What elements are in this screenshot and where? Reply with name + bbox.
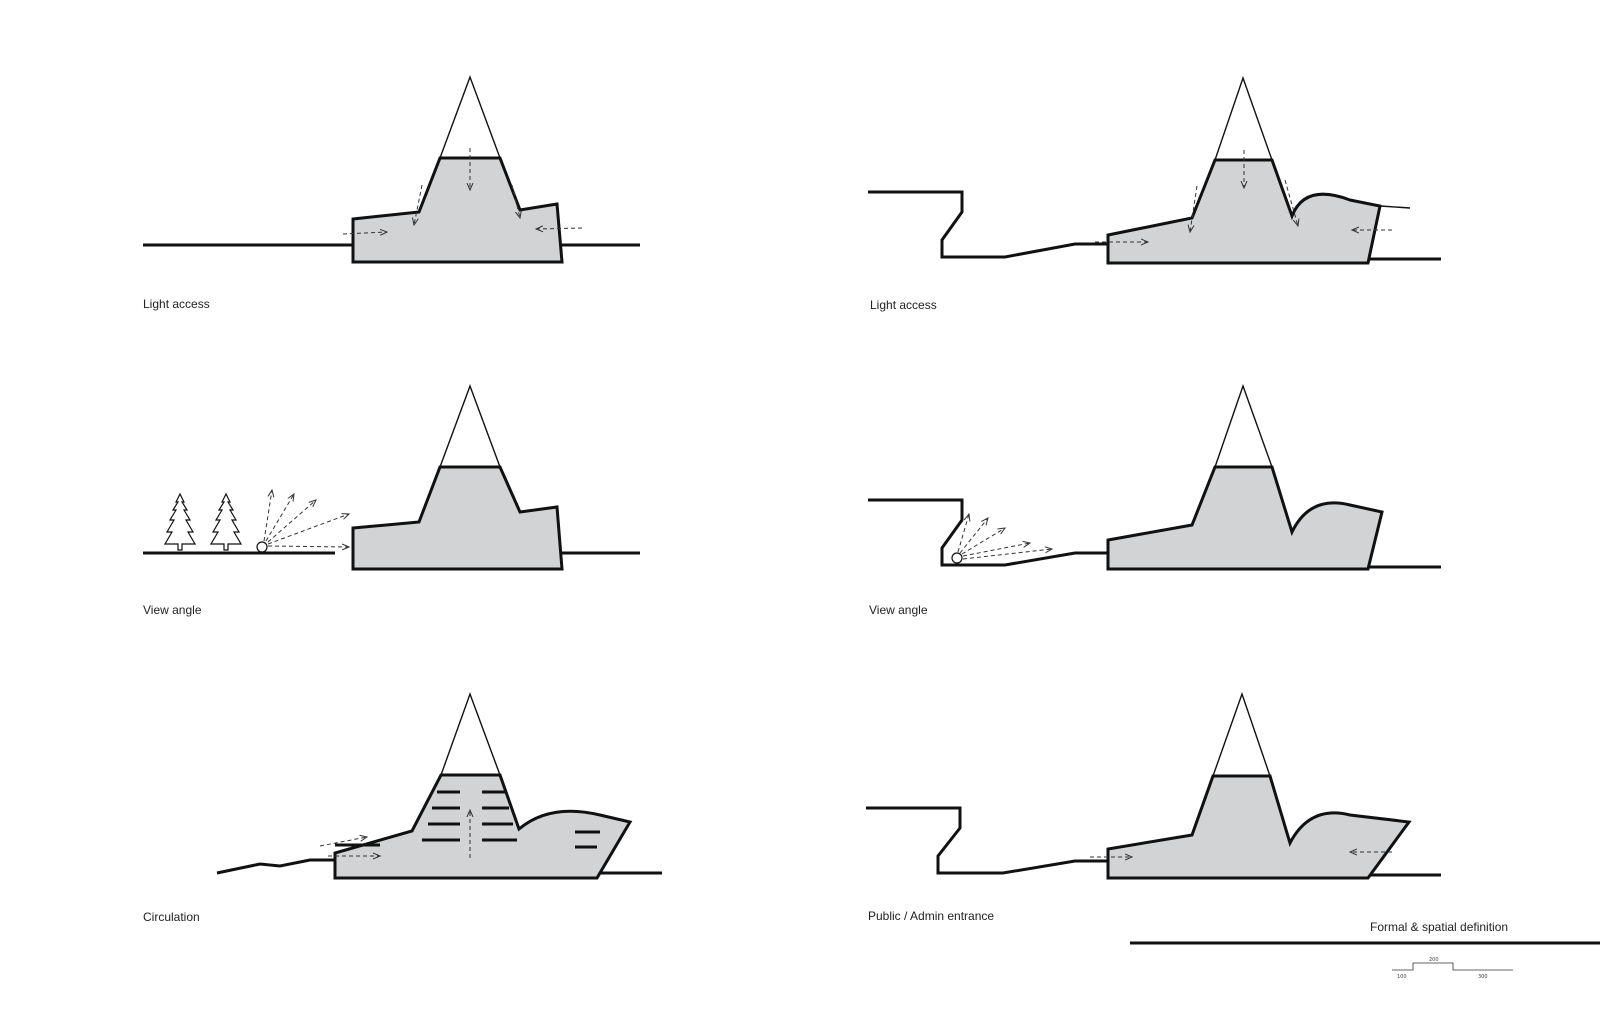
- caption-view-angle-left: View angle: [143, 603, 202, 617]
- caption-view-angle-right: View angle: [869, 603, 928, 617]
- tree-icon: [210, 493, 242, 551]
- section-view-angle-right: [868, 383, 1441, 571]
- viewer-eye-icon: [951, 552, 963, 564]
- scale-label-200: 200: [1429, 957, 1439, 963]
- tree-icon: [164, 493, 196, 551]
- section-public-admin-entrance-right: [866, 691, 1441, 880]
- caption-light-access-right: Light access: [870, 298, 937, 312]
- caption-public-admin-entrance: Public / Admin entrance: [868, 909, 995, 923]
- section-view-angle-left: [143, 383, 640, 571]
- section-light-access-right: [868, 75, 1441, 265]
- scale-label-100: 100: [1397, 974, 1407, 980]
- caption-circulation-left: Circulation: [143, 910, 200, 924]
- caption-light-access-left: Light access: [143, 297, 210, 311]
- section-circulation-left: [216, 691, 662, 880]
- viewer-eye-icon: [256, 541, 268, 553]
- scale-label-300: 300: [1478, 974, 1488, 980]
- sheet-title: Formal & spatial definition: [1370, 920, 1509, 934]
- section-light-access-left: [143, 74, 640, 264]
- scale-bar: 100 200 300: [1392, 957, 1513, 980]
